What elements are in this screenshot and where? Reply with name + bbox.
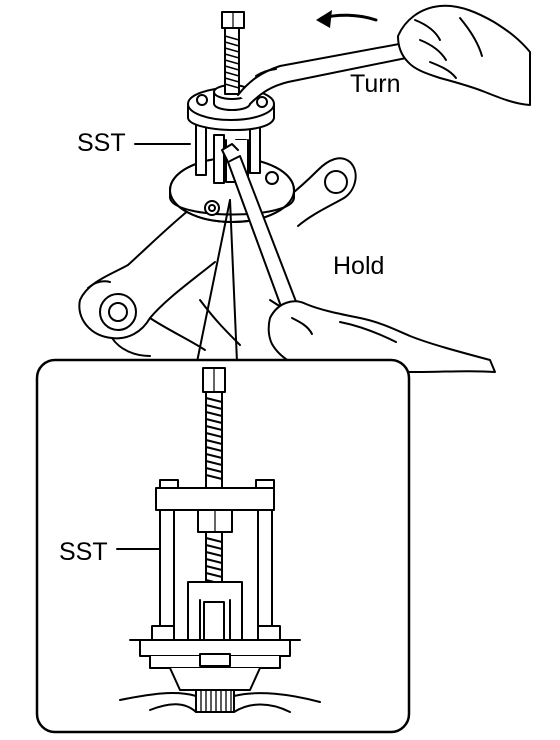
hold-label: Hold (333, 252, 385, 280)
sst-label-detail: SST (59, 538, 108, 566)
sst-label-upper: SST (77, 129, 126, 157)
sst-puller-detail (119, 367, 321, 713)
detail-callout-lines (196, 199, 238, 363)
hand-upper (397, 4, 531, 106)
hand-lower (267, 300, 496, 373)
turn-arrow (316, 10, 378, 28)
turn-label: Turn (350, 70, 401, 98)
